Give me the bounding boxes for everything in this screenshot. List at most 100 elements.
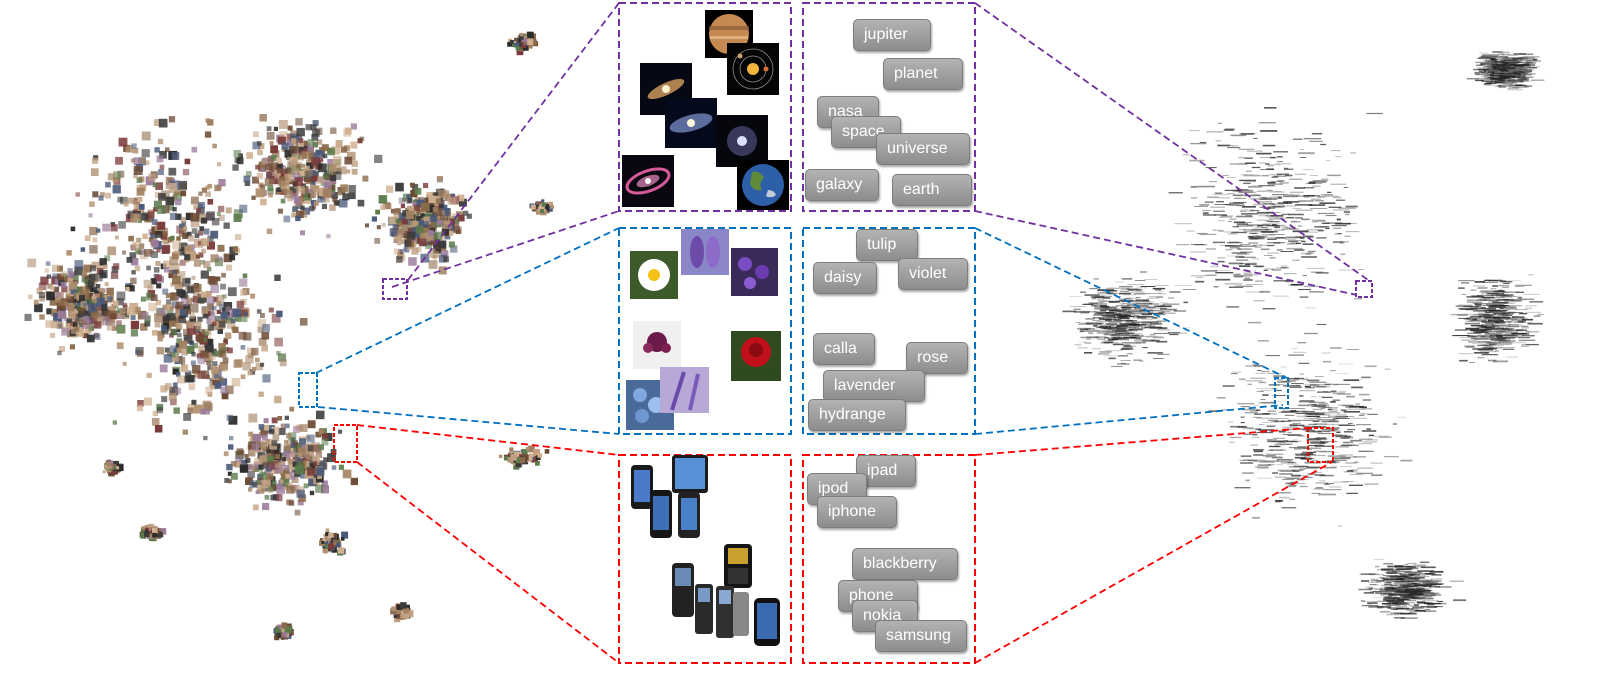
image-point bbox=[252, 433, 261, 442]
image-point bbox=[228, 444, 234, 450]
image-point bbox=[161, 396, 168, 403]
image-point bbox=[297, 499, 304, 506]
image-point bbox=[401, 197, 406, 202]
image-point bbox=[175, 342, 181, 348]
image-point bbox=[306, 434, 315, 443]
image-point bbox=[156, 531, 163, 538]
image-point bbox=[286, 433, 292, 439]
image-point bbox=[106, 461, 111, 467]
image-point bbox=[274, 395, 282, 404]
image-point bbox=[218, 179, 226, 187]
image-point bbox=[263, 461, 270, 469]
image-point bbox=[211, 321, 217, 327]
image-point bbox=[176, 372, 181, 377]
image-point bbox=[181, 298, 189, 306]
image-point bbox=[279, 359, 287, 367]
image-point bbox=[60, 281, 67, 288]
image-point bbox=[205, 191, 211, 197]
image-point bbox=[300, 459, 307, 466]
image-point bbox=[173, 192, 182, 201]
image-point bbox=[98, 195, 104, 201]
image-point bbox=[269, 429, 275, 435]
image-point bbox=[236, 300, 245, 309]
image-point bbox=[206, 211, 215, 220]
image-point bbox=[257, 319, 267, 328]
image-point bbox=[159, 309, 167, 317]
image-point bbox=[307, 420, 316, 429]
image-point bbox=[185, 308, 191, 315]
image-point bbox=[176, 236, 181, 241]
space-region-text bbox=[1355, 280, 1373, 298]
image-point bbox=[28, 294, 33, 300]
image-point bbox=[406, 194, 411, 199]
image-point bbox=[230, 318, 236, 324]
image-point bbox=[203, 407, 210, 415]
image-point bbox=[193, 321, 202, 330]
image-point bbox=[418, 238, 427, 247]
image-point bbox=[277, 136, 286, 145]
image-point bbox=[270, 469, 276, 475]
image-point bbox=[316, 410, 325, 420]
image-point bbox=[144, 160, 150, 166]
image-point bbox=[133, 157, 142, 166]
image-point bbox=[153, 200, 162, 209]
image-point bbox=[146, 372, 152, 378]
image-point bbox=[242, 273, 248, 279]
image-point bbox=[332, 197, 338, 203]
image-point bbox=[275, 157, 282, 164]
image-point bbox=[439, 215, 445, 220]
image-point bbox=[395, 182, 404, 192]
image-point bbox=[329, 164, 337, 172]
image-point bbox=[303, 461, 310, 467]
image-point bbox=[45, 261, 51, 266]
image-point bbox=[182, 226, 188, 231]
image-point bbox=[407, 231, 416, 240]
image-point bbox=[157, 330, 165, 338]
image-point bbox=[324, 181, 332, 189]
image-point bbox=[291, 212, 297, 218]
image-point bbox=[298, 138, 304, 144]
image-point bbox=[263, 418, 269, 424]
image-point bbox=[246, 152, 253, 159]
image-point bbox=[46, 274, 51, 279]
image-point bbox=[182, 168, 190, 176]
image-point bbox=[398, 222, 406, 230]
image-point bbox=[229, 254, 236, 261]
image-point bbox=[223, 451, 229, 457]
image-point bbox=[340, 146, 348, 153]
image-point bbox=[390, 608, 397, 615]
image-point bbox=[176, 348, 182, 354]
image-point bbox=[157, 205, 166, 214]
image-point bbox=[155, 261, 161, 266]
image-point bbox=[268, 192, 273, 198]
image-point bbox=[139, 251, 148, 260]
image-point bbox=[316, 139, 323, 145]
image-point bbox=[259, 455, 268, 464]
image-point bbox=[150, 231, 157, 239]
image-point bbox=[293, 445, 303, 455]
image-point bbox=[338, 547, 345, 554]
image-point bbox=[126, 306, 136, 316]
image-point bbox=[130, 277, 137, 285]
image-point bbox=[156, 347, 164, 355]
image-point bbox=[107, 173, 116, 181]
image-point bbox=[141, 212, 149, 221]
image-point bbox=[275, 463, 280, 468]
image-point bbox=[305, 451, 315, 460]
image-point bbox=[257, 478, 264, 485]
image-point bbox=[262, 479, 271, 489]
image-point bbox=[303, 166, 308, 172]
image-point bbox=[451, 216, 459, 224]
image-point bbox=[141, 312, 149, 320]
image-point bbox=[198, 202, 205, 209]
image-point bbox=[540, 209, 545, 214]
image-point bbox=[63, 301, 69, 306]
image-point bbox=[89, 226, 98, 236]
image-point bbox=[148, 302, 157, 312]
image-point bbox=[403, 607, 410, 614]
image-point bbox=[79, 294, 85, 301]
image-point bbox=[211, 217, 220, 226]
image-point bbox=[311, 133, 319, 141]
image-point bbox=[550, 205, 554, 209]
image-point bbox=[205, 344, 214, 354]
